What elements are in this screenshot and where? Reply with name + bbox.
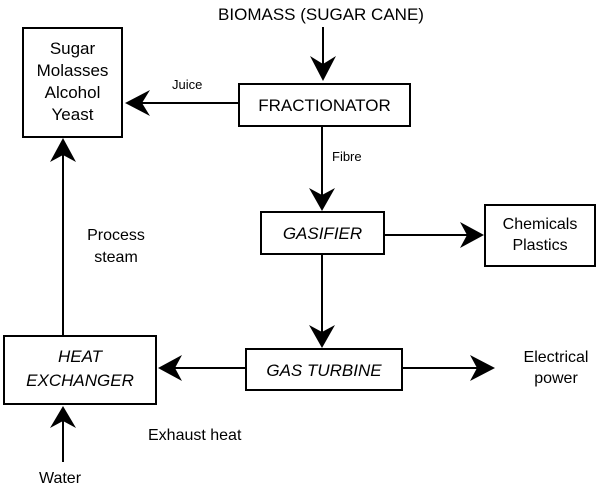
juice-label: Juice [172,77,202,92]
arrow-turbine-to-power [402,355,495,381]
arrow-process-steam [50,138,76,336]
electrical-label: Electrical [524,349,589,366]
product-molasses: Molasses [37,61,109,80]
gasifier-label: GASIFIER [283,224,362,243]
water-label: Water [39,470,82,487]
heat-label: HEAT [58,347,104,366]
gas-turbine-label: GAS TURBINE [266,361,382,380]
exchanger-label: EXCHANGER [26,371,134,390]
arrow-gasifier-to-chemicals [384,222,484,248]
power-label: power [534,370,578,387]
product-yeast: Yeast [52,105,94,124]
fractionator-node: FRACTIONATOR [238,83,411,127]
arrow-fibre [309,126,335,211]
arrow-biomass-to-fractionator [310,27,336,81]
arrow-gasifier-to-turbine [309,254,335,348]
arrow-juice [125,90,239,116]
process-label: Process [87,227,145,244]
heat-exchanger-node: HEAT EXCHANGER [3,335,157,405]
product-alcohol: Alcohol [45,83,101,102]
exhaust-heat-label: Exhaust heat [148,427,242,444]
biomass-input-label: BIOMASS (SUGAR CANE) [218,5,424,24]
fractionator-label: FRACTIONATOR [258,96,391,115]
products-node: Sugar Molasses Alcohol Yeast [22,27,123,138]
arrow-water [50,406,76,462]
fibre-label: Fibre [332,149,362,164]
gasifier-node: GASIFIER [260,211,385,255]
plastics-label: Plastics [512,237,567,254]
arrow-turbine-to-heat-exchanger [158,355,246,381]
chemicals-node: Chemicals Plastics [484,204,596,267]
gas-turbine-node: GAS TURBINE [245,348,403,391]
steam-label: steam [94,249,138,266]
chemicals-label: Chemicals [503,216,578,233]
product-sugar: Sugar [50,39,96,58]
